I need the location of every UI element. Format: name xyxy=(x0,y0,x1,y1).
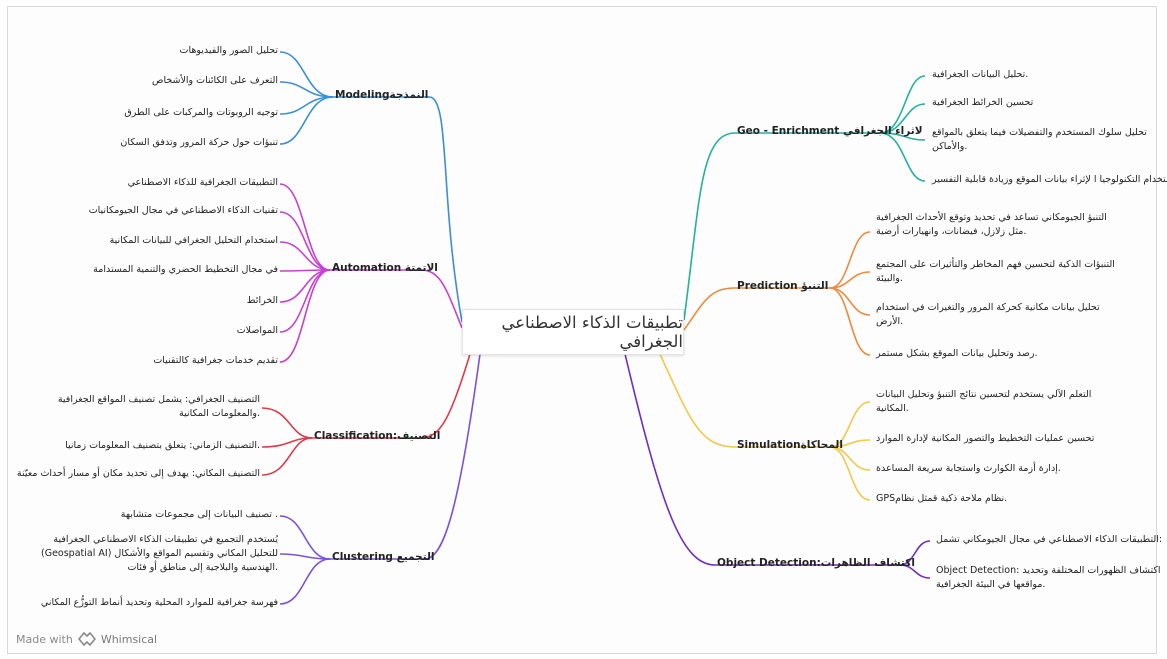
made-with-whimsical[interactable]: Made with Whimsical xyxy=(16,632,157,646)
classification-item: التصنيف المكاني: يهدف إلى تحديد مكان أو … xyxy=(16,468,260,479)
automation-connectors xyxy=(279,183,463,363)
modeling-connectors xyxy=(279,51,463,323)
made-with-label: Made with xyxy=(16,632,73,646)
geo-enrichment-item: تحسين الخرائط الجغرافية xyxy=(932,97,1034,108)
automation-item: في مجال التخطيط الحضري والتنمية المستدام… xyxy=(93,264,278,275)
simulation-item: .نظام ملاحة ذكية قمثل نظامGPS xyxy=(876,493,1008,504)
simulation-item: التعلم الآلي يستخدم لتحسين نتائج التنبؤ … xyxy=(876,388,1091,416)
simulation-item-line: .المكانية xyxy=(876,403,909,414)
prediction-item: .رصد وتحليل بيانات الموقع بشكل مستمر xyxy=(876,348,1038,359)
prediction-item-line: تحليل بيانات مكانية كحركة المرور والتغير… xyxy=(876,302,1100,313)
branch-prediction[interactable]: التنبؤ Prediction xyxy=(737,280,829,292)
branch-classification[interactable]: التصنيف:Classification xyxy=(314,430,441,442)
geo-enrichment-item: .تحليل البيانات الجغرافية xyxy=(932,69,1029,80)
prediction-item-line: التنبؤ الجيومكاني تساعد في تحديد وتوقع ا… xyxy=(876,212,1107,223)
modeling-item: تنبؤات حول حركة المرور وتدفق السكان xyxy=(120,137,278,148)
classification-item-line: التصنيف الجغرافي: يشمل تصنيف المواقع الج… xyxy=(57,394,260,405)
modeling-item: توجيه الروبوتات والمركبات على الطرق xyxy=(124,107,278,118)
branch-object-detection[interactable]: اكتشاف الظاهرات:Object Detection xyxy=(717,557,915,569)
automation-item: التطبيقات الجغرافية للذكاء الاصطناعي xyxy=(127,177,278,188)
branch-modeling[interactable]: النمذجةModeling xyxy=(335,89,429,101)
modeling-item: التعرف على الكائنات والأشخاص xyxy=(151,75,278,86)
branch-geo-enrichment[interactable]: لاثراء الجغرافي Geo - Enrichment xyxy=(737,125,923,137)
object-detection-item: :التطبيقات الذكاء الاصطناعي في مجال الجي… xyxy=(936,534,1163,545)
prediction-item: التنبؤ الجيومكاني تساعد في تحديد وتوقع ا… xyxy=(876,211,1107,239)
branch-automation[interactable]: الاتمتة Automation xyxy=(332,262,438,274)
branch-clustering[interactable]: التجميع Clustering xyxy=(332,551,435,563)
whimsical-logo-icon xyxy=(77,632,96,646)
geo-enrichment-connectors xyxy=(683,75,926,321)
clustering-item-line: يُستخدم التجميع في تطبيقات الذكاء الاصطن… xyxy=(53,534,278,545)
simulation-connectors xyxy=(659,353,871,501)
automation-item: تقنيات الذكاء الاصطناعي في مجال الجيومكا… xyxy=(88,205,278,216)
simulation-item: تحسين عمليات التخطيط والتصور المكانية لإ… xyxy=(876,433,1095,444)
clustering-item-line: .الهندسية والبلاجية إلى مناطق أو فئات xyxy=(127,562,278,573)
branch-simulation[interactable]: المحاكاةSimulation xyxy=(737,439,843,451)
automation-item: الخرائط xyxy=(246,295,278,306)
prediction-item: التنبؤات الذكية لتحسين فهم المخاطر والتأ… xyxy=(876,258,1115,286)
automation-item: المواصلات xyxy=(236,325,278,336)
clustering-item-line: للتحليل المكاني وتقسيم المواقع والأشكال … xyxy=(41,548,278,559)
object-detection-item: اكتشاف الظهورات المختلفة وتحديد :Object … xyxy=(936,564,1161,592)
central-topic[interactable]: تطبيقات الذكاء الاصطناعي الجغرافي xyxy=(462,309,684,355)
geo-enrichment-item-line: .والأماكن xyxy=(932,141,968,152)
clustering-item: فهرسة جغرافية للموارد المحلية وتحديد أنم… xyxy=(40,597,278,608)
prediction-item-line: التنبؤات الذكية لتحسين فهم المخاطر والتأ… xyxy=(876,259,1115,270)
object-detection-item-line: .مواقعها في البيئة الجغرافية xyxy=(936,579,1046,590)
geo-enrichment-item: تحليل سلوك المستخدم والتفضيلات فيما يتعل… xyxy=(932,126,1147,154)
automation-item: استخدام التحليل الجغرافي للبيانات المكان… xyxy=(109,235,278,246)
object-detection-connectors xyxy=(624,353,931,579)
classification-item-line: .والمعلومات المكانية xyxy=(179,408,260,419)
simulation-item: .إدارة أزمة الكوارث واستجابة سريعة المسا… xyxy=(876,463,1061,474)
modeling-item: تحليل الصور والفيديوهات xyxy=(179,45,278,56)
object-detection-item-line: اكتشاف الظهورات المختلفة وتحديد :Object … xyxy=(936,565,1161,576)
simulation-item-line: التعلم الآلي يستخدم لتحسين نتائج التنبؤ … xyxy=(876,389,1092,400)
classification-connectors xyxy=(261,353,471,476)
clustering-item: . تصنيف البيانات إلى مجموعات متشابهة xyxy=(120,509,278,520)
prediction-connectors xyxy=(683,231,871,356)
prediction-item-line: .مثل زلازل، فيضانات، وانهيارات أرضية xyxy=(876,226,1027,237)
prediction-item-line: .الأرض xyxy=(876,316,904,327)
clustering-item: يُستخدم التجميع في تطبيقات الذكاء الاصطن… xyxy=(41,533,278,575)
prediction-item: تحليل بيانات مكانية كحركة المرور والتغير… xyxy=(876,301,1100,329)
prediction-item-line: .والبيئة xyxy=(876,273,903,284)
geo-enrichment-item: استخدام التكنولوجيا ا لإثراء بيانات المو… xyxy=(932,174,1167,185)
whimsical-brand: Whimsical xyxy=(100,632,158,646)
classification-item: التصنيف الجغرافي: يشمل تصنيف المواقع الج… xyxy=(58,393,260,421)
classification-item: .التصنيف الزماني: يتعلق بتصنيف المعلومات… xyxy=(65,440,260,451)
geo-enrichment-item-line: تحليل سلوك المستخدم والتفضيلات فيما يتعل… xyxy=(932,127,1147,138)
clustering-connectors xyxy=(279,353,481,605)
automation-item: تقديم خدمات جغرافية كالتقنيات xyxy=(153,355,278,366)
